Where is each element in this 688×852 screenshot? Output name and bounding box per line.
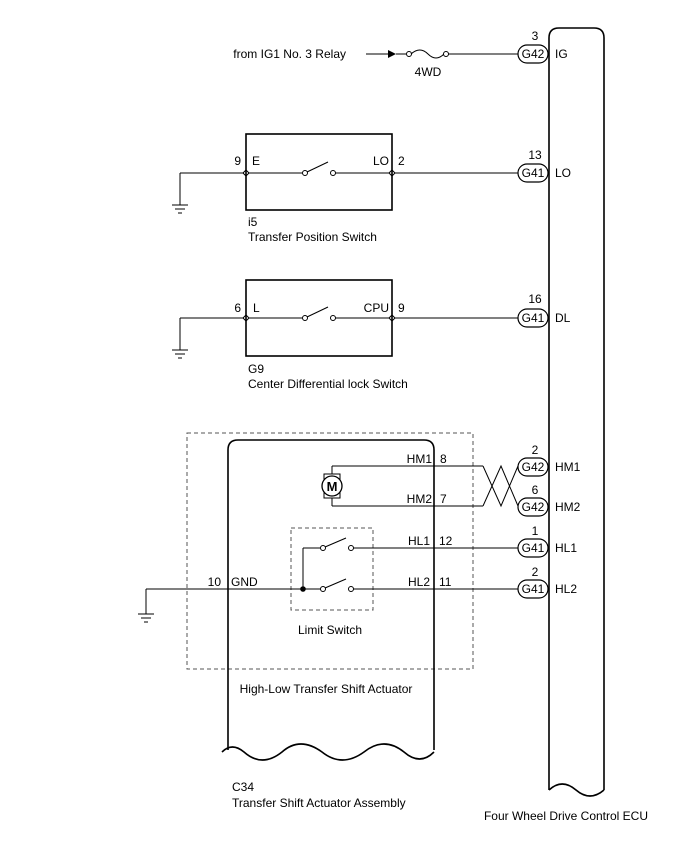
component-name: Center Differential lock Switch: [248, 377, 408, 391]
arrow-right-icon: [388, 50, 396, 58]
ecu-name: Four Wheel Drive Control ECU: [484, 809, 648, 823]
motor-symbol: M: [327, 479, 338, 494]
pin-right: 2: [398, 154, 405, 168]
terminal-label: HL2: [555, 582, 577, 596]
pin-right-label: LO: [373, 154, 389, 168]
transfer-position-switch: 9 E LO 2 i5 Transfer Position Switch: [172, 133, 518, 244]
connector-code: G41: [522, 311, 545, 325]
connector-code: G41: [522, 541, 545, 555]
power-source-label: from IG1 No. 3 Relay: [233, 47, 346, 61]
actuator-name: High-Low Transfer Shift Actuator: [240, 682, 413, 696]
center-diff-lock-switch: 6 L CPU 9 G9 Center Differential lock Sw…: [172, 279, 518, 391]
ecu-terminal-ig: 3 G42 IG: [517, 29, 568, 64]
pin-left-label: E: [252, 154, 260, 168]
switch-contact-icon: [306, 161, 329, 173]
switch-contact-icon: [324, 537, 347, 548]
hm2-label: HM2: [407, 492, 433, 506]
hm2-pin: 7: [440, 492, 447, 506]
switch-contact-icon: [306, 306, 329, 318]
terminal-label: IG: [555, 47, 568, 61]
ground-icon: [172, 204, 188, 214]
fuse-label: 4WD: [415, 65, 442, 79]
terminal-pin: 16: [528, 292, 542, 306]
terminal-label: HM1: [555, 460, 581, 474]
component-name: Transfer Position Switch: [248, 230, 377, 244]
gnd-label: GND: [231, 575, 258, 589]
assembly-name: Transfer Shift Actuator Assembly: [232, 796, 406, 810]
hm1-pin: 8: [440, 452, 447, 466]
pin-left: 6: [234, 301, 241, 315]
connector-code: G42: [522, 47, 545, 61]
ecu-terminal-hl2: 2 G41 HL2: [517, 565, 577, 599]
ground-icon: [172, 349, 188, 359]
connector-code: G42: [522, 460, 545, 474]
ecu-terminal-dl: 16 G41 DL: [517, 292, 571, 328]
connector-code: G41: [522, 166, 545, 180]
terminal-label: HL1: [555, 541, 577, 555]
hl2-label: HL2: [408, 575, 430, 589]
connector-code: G41: [522, 582, 545, 596]
pin-left-label: L: [253, 301, 260, 315]
hl1-pin: 12: [439, 534, 453, 548]
ecu-terminal-hm1: 2 G42 HM1: [517, 443, 581, 477]
connector-icon: [517, 497, 549, 517]
terminal-pin: 2: [532, 565, 539, 579]
hl2-pin: 11: [439, 575, 452, 589]
ecu-terminal-hm2: 6 G42 HM2: [517, 483, 581, 517]
terminal-label: DL: [555, 311, 571, 325]
ground-icon: [138, 613, 154, 623]
limit-switch-label: Limit Switch: [298, 623, 362, 637]
connector-icon: [517, 44, 549, 64]
ecu-body: [548, 27, 605, 797]
terminal-label: HM2: [555, 500, 581, 514]
connector-code: G42: [522, 500, 545, 514]
terminal-pin: 3: [532, 29, 539, 43]
assembly-code: C34: [232, 780, 254, 794]
switch-contact-icon: [324, 578, 347, 589]
terminal-pin: 6: [532, 483, 539, 497]
hl1-label: HL1: [408, 534, 430, 548]
terminal-pin: 1: [532, 524, 539, 538]
power-feed: from IG1 No. 3 Relay 4WD: [233, 47, 518, 79]
gnd-pin: 10: [208, 575, 222, 589]
limit-switch-box: [290, 527, 374, 611]
shift-actuator: High-Low Transfer Shift Actuator M HM1 8…: [138, 432, 519, 761]
twisted-pair: [482, 465, 519, 508]
actuator-dashed-box: [186, 432, 474, 670]
pin-left: 9: [234, 154, 241, 168]
ecu-terminal-hl1: 1 G41 HL1: [517, 524, 577, 558]
terminal-pin: 13: [528, 148, 542, 162]
pin-right: 9: [398, 301, 405, 315]
component-code: i5: [248, 215, 258, 229]
terminal-label: LO: [555, 166, 571, 180]
hm1-label: HM1: [407, 452, 433, 466]
component-code: G9: [248, 362, 264, 376]
terminal-pin: 2: [532, 443, 539, 457]
ecu-terminal-lo: 13 G41 LO: [517, 148, 571, 183]
pin-right-label: CPU: [364, 301, 389, 315]
fuse-icon: [410, 49, 445, 59]
